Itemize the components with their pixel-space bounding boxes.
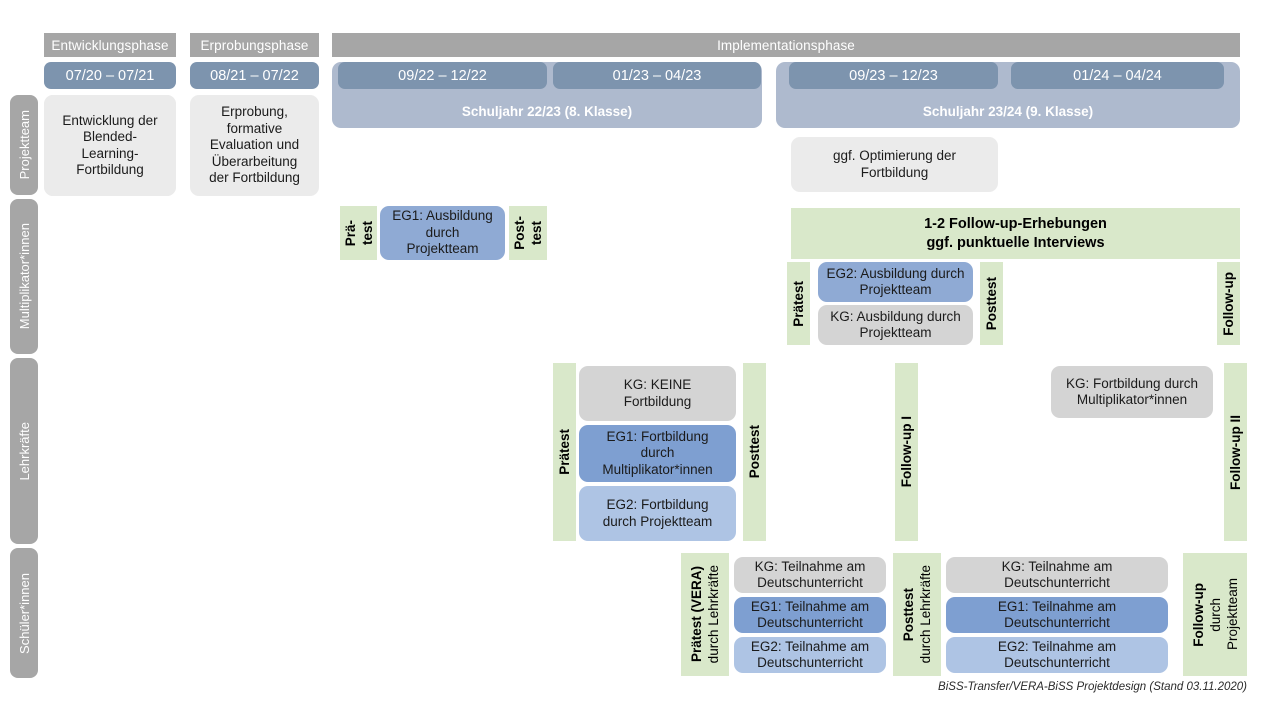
green-followup-schueler: Follow-up durch Projektteam (1183, 553, 1247, 676)
box-entwicklung-der-blended-learning-fortbildung: Entwicklung der Blended- Learning- Fortb… (44, 95, 176, 196)
box-kg-teilnahme-deutschunterricht-1: KG: Teilnahme am Deutschunterricht (734, 557, 886, 593)
posttest-label: Posttest (901, 587, 916, 642)
row-label-text: Schüler*innen (16, 572, 32, 654)
school-year-label: Schuljahr 22/23 (8. Klasse) (461, 104, 633, 119)
box-eg1-ausbildung-durch-projektteam: EG1: Ausbildung durch Projektteam (380, 206, 505, 260)
school-year-label: Schuljahr 23/24 (9. Klasse) (922, 104, 1094, 119)
row-label-text: Projektteam (16, 110, 32, 180)
row-label-schueler: Schüler*innen (10, 548, 38, 678)
box-erprobung-formative-evaluation: Erprobung, formative Evaluation und Über… (190, 95, 319, 196)
row-label-multiplikatoren: Multiplikator*innen (10, 199, 38, 354)
followup-label: Follow-up (1221, 271, 1236, 336)
green-posttest-lehrkraefte: Posttest (743, 363, 766, 541)
praetest-vera-label: Prätest (VERA) (689, 566, 704, 663)
posttest-sublabel: durch Lehrkräfte (918, 565, 933, 664)
period-chip-0923-1223: 09/23 – 12/23 (789, 62, 998, 89)
green-followup-1-lehrkraefte: Follow-up I (895, 363, 918, 541)
period-chip-0124-0424: 01/24 – 04/24 (1011, 62, 1224, 89)
box-eg2-ausbildung-durch-projektteam: EG2: Ausbildung durch Projektteam (818, 262, 973, 302)
box-kg-teilnahme-deutschunterricht-2: KG: Teilnahme am Deutschunterricht (946, 557, 1168, 593)
green-posttest-schueler: Posttest durch Lehrkräfte (893, 553, 941, 676)
phase-header-erprobungsphase: Erprobungsphase (190, 33, 319, 57)
box-kg-ausbildung-durch-projektteam: KG: Ausbildung durch Projektteam (818, 305, 973, 345)
posttest-line-1: Post- (512, 216, 527, 250)
period-chip-0720-0721: 07/20 – 07/21 (44, 62, 176, 89)
row-label-text: Multiplikator*innen (16, 223, 32, 330)
box-eg1-teilnahme-deutschunterricht-2: EG1: Teilnahme am Deutschunterricht (946, 597, 1168, 633)
green-posttest-multiplikatoren: Post- test (509, 206, 547, 260)
row-label-text: Lehrkräfte (16, 421, 32, 481)
followup-sublabel-durch: durch (1207, 597, 1223, 632)
green-praetest-lehrkraefte: Prätest (553, 363, 576, 541)
box-kg-fortbildung-durch-multiplikatoren: KG: Fortbildung durch Multiplikator*inne… (1051, 366, 1213, 418)
green-praetest-multiplikatoren: Prä- test (340, 206, 377, 260)
followup-label: Follow-up (1190, 582, 1206, 647)
green-followup-2-lehrkraefte: Follow-up II (1224, 363, 1247, 541)
posttest-label: Posttest (984, 276, 999, 331)
praetest-line-1: Prä- (342, 219, 358, 247)
green-posttest-2-multiplikatoren: Posttest (980, 262, 1003, 345)
green-praetest-vera-schueler: Prätest (VERA) durch Lehrkräfte (681, 553, 729, 676)
praetest-vera-sublabel: durch Lehrkräfte (706, 565, 721, 664)
followup-1-label: Follow-up I (899, 416, 914, 488)
green-followup-multiplikatoren: Follow-up (1217, 262, 1240, 345)
phase-header-entwicklungsphase: Entwicklungsphase (44, 33, 176, 57)
box-eg2-teilnahme-deutschunterricht-1: EG2: Teilnahme am Deutschunterricht (734, 637, 886, 673)
box-ggf-optimierung-der-fortbildung: ggf. Optimierung der Fortbildung (791, 137, 998, 192)
praetest-label: Prätest (557, 429, 572, 475)
period-chip-0922-1222: 09/22 – 12/22 (338, 62, 547, 89)
followup-sublabel-projektteam: Projektteam (1224, 578, 1240, 651)
box-eg1-teilnahme-deutschunterricht-1: EG1: Teilnahme am Deutschunterricht (734, 597, 886, 633)
phase-header-implementationsphase: Implementationsphase (332, 33, 1240, 57)
green-banner-followup-erhebungen: 1-2 Follow-up-Erhebungen ggf. punktuelle… (791, 208, 1240, 259)
row-label-lehrkraefte: Lehrkräfte (10, 358, 38, 544)
box-eg1-fortbildung-durch-multiplikatoren: EG1: Fortbildung durch Multiplikator*inn… (579, 425, 736, 482)
box-kg-keine-fortbildung: KG: KEINE Fortbildung (579, 366, 736, 421)
box-eg2-teilnahme-deutschunterricht-2: EG2: Teilnahme am Deutschunterricht (946, 637, 1168, 673)
posttest-label: Posttest (747, 425, 762, 479)
box-eg2-fortbildung-durch-projektteam: EG2: Fortbildung durch Projektteam (579, 486, 736, 541)
posttest-line-2: test (529, 220, 544, 245)
footer-source-note: BiSS-Transfer/VERA-BiSS Projektdesign (S… (938, 681, 1247, 693)
praetest-line-2: test (359, 220, 375, 245)
green-praetest-2-multiplikatoren: Prätest (787, 262, 810, 345)
praetest-label: Prätest (791, 280, 806, 327)
row-label-projektteam: Projektteam (10, 95, 38, 195)
period-chip-0123-0423: 01/23 – 04/23 (553, 62, 761, 89)
followup-2-label: Follow-up II (1228, 414, 1243, 490)
period-chip-0821-0722: 08/21 – 07/22 (190, 62, 319, 89)
